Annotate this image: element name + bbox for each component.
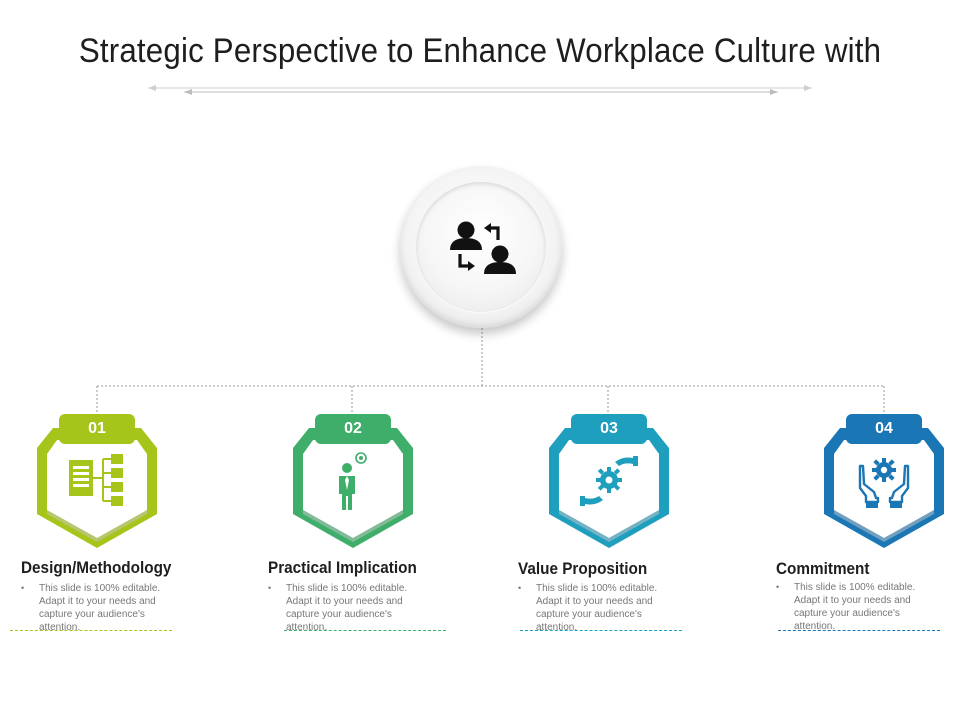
bullet-01: • (21, 583, 25, 593)
item-underline-01 (10, 630, 172, 631)
bullet-04: • (776, 582, 780, 592)
businessman-target-icon (339, 452, 367, 510)
item-description-text-01: This slide is 100% editable. Adapt it to… (39, 583, 161, 633)
item-description-04: • This slide is 100% editable. Adapt it … (776, 581, 926, 633)
item-description-01: • This slide is 100% editable. Adapt it … (21, 582, 171, 634)
item-title-01: Design/Methodology (21, 558, 172, 577)
hands-gear-icon (580, 456, 638, 506)
item-description-text-03: This slide is 100% editable. Adapt it to… (536, 583, 658, 633)
step-number-04: 04 (846, 414, 922, 444)
page-title: Strategic Perspective to Enhance Workpla… (78, 32, 882, 70)
item-description-text-02: This slide is 100% editable. Adapt it to… (286, 583, 408, 633)
title-divider (148, 85, 812, 95)
step-badge-04: 04 (818, 414, 950, 554)
step-badge-02: 02 (287, 414, 419, 554)
step-badge-03: 03 (543, 414, 675, 554)
step-number-01: 01 (59, 414, 135, 444)
item-description-02: • This slide is 100% editable. Adapt it … (268, 582, 418, 634)
bullet-02: • (268, 583, 272, 593)
item-title-03: Value Proposition (518, 559, 648, 578)
step-number-02: 02 (315, 414, 391, 444)
hands-holding-gear-icon (858, 458, 910, 508)
item-underline-03 (520, 630, 682, 631)
item-description-text-04: This slide is 100% editable. Adapt it to… (794, 582, 916, 632)
sitemap-document-icon (69, 454, 123, 506)
item-title-02: Practical Implication (268, 558, 417, 577)
bullet-03: • (518, 583, 522, 593)
step-number-03: 03 (571, 414, 647, 444)
step-badge-01: 01 (31, 414, 163, 554)
central-hub (400, 166, 562, 328)
people-exchange-icon (450, 221, 516, 274)
item-description-03: • This slide is 100% editable. Adapt it … (518, 582, 668, 634)
item-underline-04 (778, 630, 940, 631)
item-underline-02 (284, 630, 446, 631)
item-title-04: Commitment (776, 559, 870, 578)
